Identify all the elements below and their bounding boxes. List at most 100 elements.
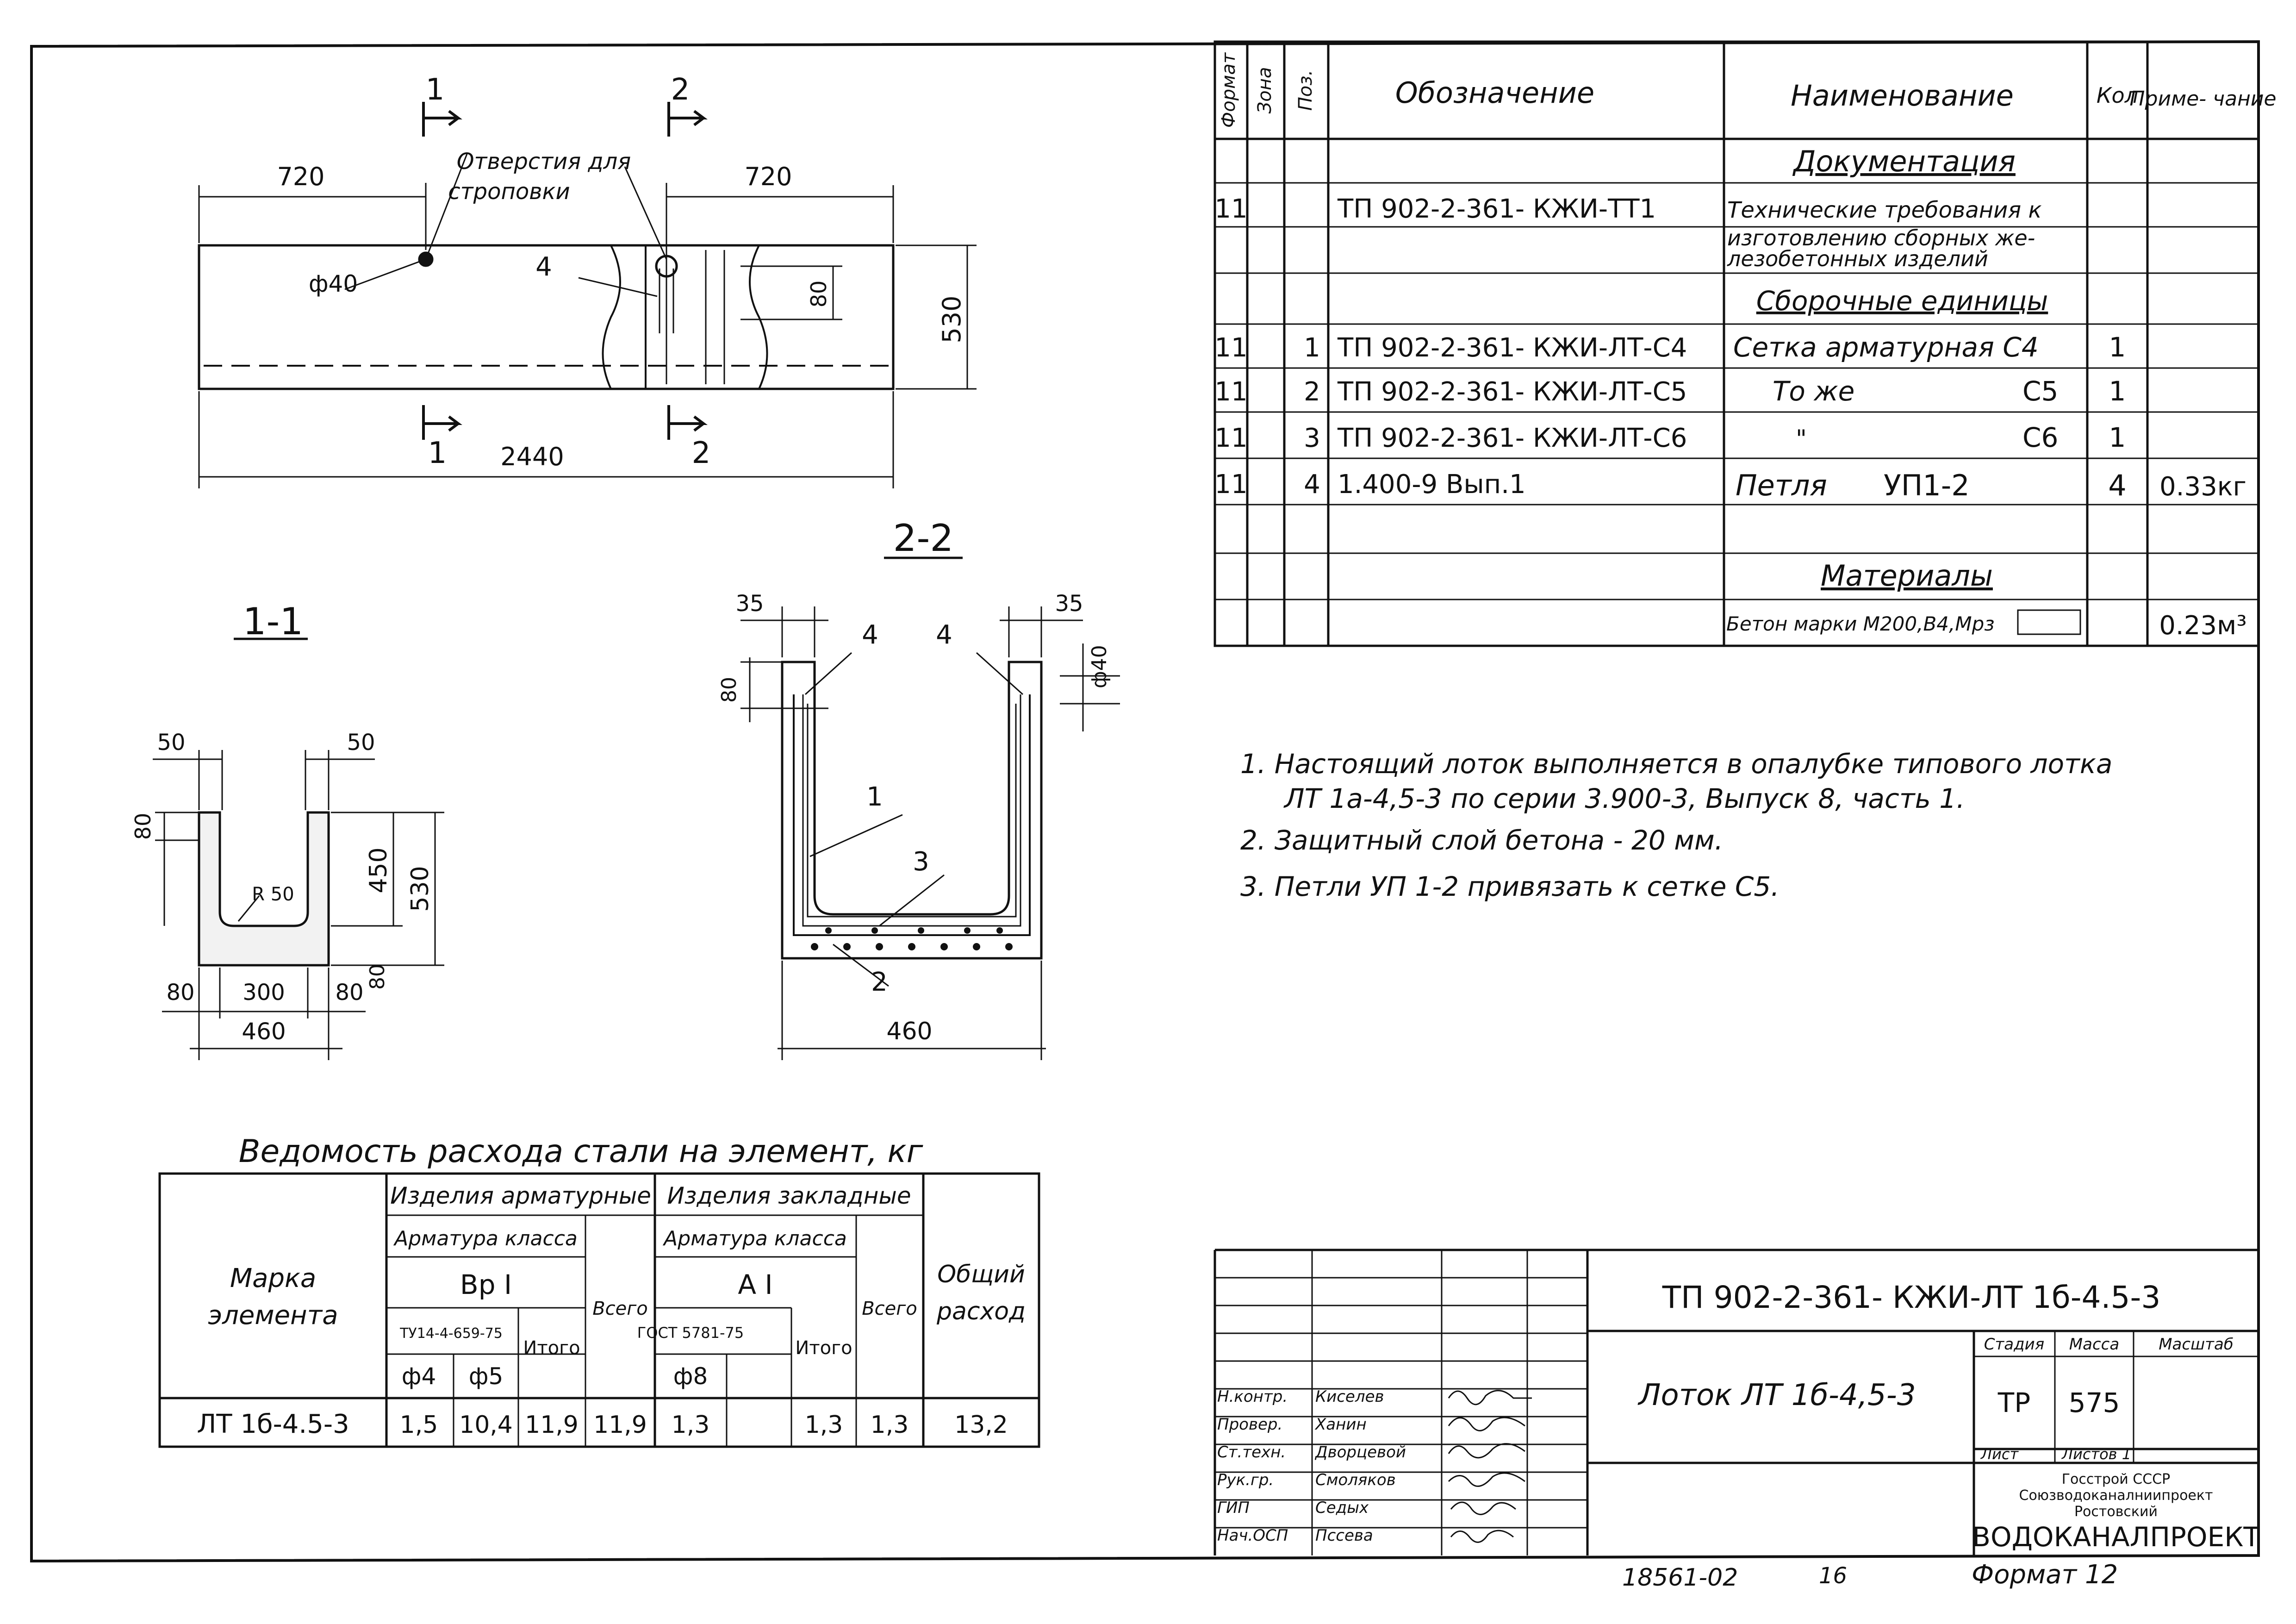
note-3: 3. Петли УП 1-2 привязать к сетке С5.	[1240, 871, 1780, 902]
steel-h-total-1: Общий	[937, 1261, 1025, 1288]
tray-plan-outline	[198, 244, 895, 390]
note-1-line-1: 1. Настоящий лоток выполняется в опалубк…	[1240, 748, 2112, 780]
spec-header-note: Приме- чание	[2129, 87, 2276, 111]
title-block-stage-label: Стадия	[1984, 1335, 2044, 1354]
steel-table: Ведомость расхода стали на элемент, кг М…	[158, 1133, 1040, 1448]
plan-dim-total: 2440	[500, 442, 564, 471]
s22-pos-2: 2	[871, 967, 888, 997]
s11-dim-right-80: 80	[366, 964, 389, 990]
s22-dim-hole: ф40	[1088, 645, 1111, 688]
spec-row-2-name-a: То же	[1773, 375, 1854, 407]
plan-dim-height: 530	[937, 295, 966, 343]
spec-row-3-format: 11	[1214, 423, 1247, 453]
plan-dim-80: 80	[806, 281, 831, 308]
spec-header-format: Формат	[1218, 52, 1239, 128]
tb-role-5: Нач.ОСП	[1217, 1526, 1288, 1545]
title-block-org-main: ВОДОКАНАЛПРОЕКТ	[1972, 1521, 2260, 1553]
spec-section-materials: Материалы	[1821, 559, 1993, 593]
footer-sheet-no: 16	[1819, 1563, 1847, 1589]
s22-pos-1: 1	[866, 782, 883, 812]
spec-row-3-name-b: С6	[2022, 422, 2058, 453]
steel-h-mark-2: элемента	[208, 1300, 338, 1330]
steel-row-itogo-2: 1,3	[805, 1411, 843, 1439]
steel-table-title: Ведомость расхода стали на элемент, кг	[239, 1133, 924, 1170]
s22-dim-top-right: 35	[1055, 591, 1083, 617]
spec-row-1-format: 11	[1214, 333, 1247, 363]
spec-row-4-name-a: Петля	[1736, 468, 1827, 502]
s11-dim-radius: R 50	[252, 884, 294, 905]
s11-dim-left-80: 80	[131, 813, 156, 840]
spec-row-0-name-2: изготовлению сборных же-	[1727, 225, 2035, 250]
spec-row-4-qty: 4	[2108, 468, 2126, 502]
spec-header-designation: Обозначение	[1395, 76, 1594, 110]
title-block-title: Лоток ЛТ 1б-4,5-3	[1637, 1378, 1916, 1412]
plan-dim-left: 720	[277, 162, 324, 191]
steel-row-itogo-1: 11,9	[525, 1411, 579, 1439]
spec-material-name: Бетон марки М200,В4,Мрз	[1726, 612, 1995, 635]
section-2-2-title: 2-2	[893, 517, 954, 560]
plan-hole-dia: ф40	[309, 270, 358, 297]
tb-role-1: Провер.	[1217, 1415, 1282, 1434]
spec-row-2-name-b: С5	[2022, 375, 2058, 407]
spec-row-2-pos: 2	[1304, 377, 1320, 407]
signatures	[1448, 1390, 1532, 1543]
spec-row-1-pos: 1	[1304, 333, 1320, 363]
steel-h-a1: А I	[738, 1269, 772, 1300]
title-block-mass-label: Масса	[2069, 1335, 2119, 1354]
spec-row-4-pos: 4	[1304, 469, 1320, 500]
spec-row-0-name-1: Технические требования к	[1727, 197, 2041, 223]
spec-material-note: 0.23м³	[2159, 611, 2246, 641]
steel-h-rebar: Изделия арматурные	[390, 1182, 651, 1209]
spec-section-assembly: Сборочные единицы	[1756, 285, 2048, 317]
steel-row-vsego-2: 1,3	[871, 1411, 909, 1439]
spec-row-2-designation: ТП 902-2-361- КЖИ-ЛТ-С5	[1337, 377, 1687, 407]
title-block-org-1: Госстрой СССР	[2062, 1471, 2170, 1487]
s22-dim-left-80: 80	[717, 677, 741, 703]
steel-h-bp1: Вр I	[460, 1269, 512, 1300]
spec-header-name: Наименование	[1791, 79, 2014, 112]
plan-cut2-bottom: 2	[692, 436, 711, 470]
tb-name-4: Седых	[1315, 1499, 1369, 1517]
steel-h-mark-1: Марка	[230, 1263, 316, 1293]
steel-h-vsego-2: Всего	[862, 1298, 917, 1319]
tb-role-0: Н.контр.	[1217, 1387, 1288, 1406]
spec-row-0-format: 11	[1214, 194, 1247, 224]
plan-hole-label-1: Отверстия для	[457, 149, 631, 175]
spec-row-3-designation: ТП 902-2-361- КЖИ-ЛТ-С6	[1337, 423, 1687, 453]
spec-row-3-pos: 3	[1304, 423, 1320, 453]
steel-row-d8: 1,3	[672, 1411, 710, 1439]
s11-dim-top-right: 50	[347, 730, 375, 756]
title-block-sheet-label: Лист	[1980, 1445, 2019, 1463]
s22-pos-4-right: 4	[936, 620, 952, 650]
tb-role-3: Рук.гр.	[1217, 1471, 1274, 1489]
title-block-org-3: Ростовский	[2074, 1504, 2158, 1520]
spec-header-qty: Кол	[2097, 83, 2138, 108]
spec-row-2-format: 11	[1214, 377, 1247, 407]
spec-row-0-designation: ТП 902-2-361- КЖИ-ТТ1	[1337, 194, 1656, 224]
steel-h-class-1: Арматура класса	[393, 1227, 578, 1250]
s22-dim-top-left: 35	[735, 591, 764, 617]
spec-section-docs: Документация	[1792, 144, 2016, 178]
footer: 18561-02 16 Формат 12	[1622, 1560, 2118, 1592]
title-block: ТП 902-2-361- КЖИ-ЛТ 1б-4.5-3 Лоток ЛТ 1…	[1213, 1249, 2260, 1555]
footer-inventory: 18561-02	[1622, 1564, 1738, 1592]
s11-dim-bot-300: 300	[243, 980, 285, 1006]
title-block-mass: 575	[2069, 1387, 2120, 1418]
note-1-line-2: ЛТ 1а-4,5-3 по серии 3.900-3, Выпуск 8, …	[1283, 783, 1965, 814]
spec-header-pos: Поз.	[1295, 70, 1316, 111]
steel-h-vsego-1: Всего	[592, 1298, 648, 1319]
tb-role-4: ГИП	[1217, 1499, 1250, 1517]
tb-name-1: Ханин	[1314, 1415, 1367, 1434]
tb-role-2: Ст.техн.	[1217, 1443, 1286, 1462]
spec-row-1-name: Сетка арматурная С4	[1733, 331, 2039, 363]
steel-h-class-2: Арматура класса	[662, 1227, 847, 1250]
tb-name-2: Дворцевой	[1314, 1443, 1406, 1462]
s11-dim-width: 460	[242, 1018, 286, 1045]
tb-name-0: Киселев	[1315, 1387, 1384, 1406]
plan-cut1-top: 1	[426, 73, 445, 107]
steel-row-vsego-1: 11,9	[593, 1411, 647, 1439]
section-1-1-title: 1-1	[243, 600, 304, 643]
spec-row-4-format: 11	[1214, 469, 1247, 500]
steel-h-d5: ф5	[469, 1363, 504, 1390]
spec-row-1-qty: 1	[2109, 331, 2126, 363]
